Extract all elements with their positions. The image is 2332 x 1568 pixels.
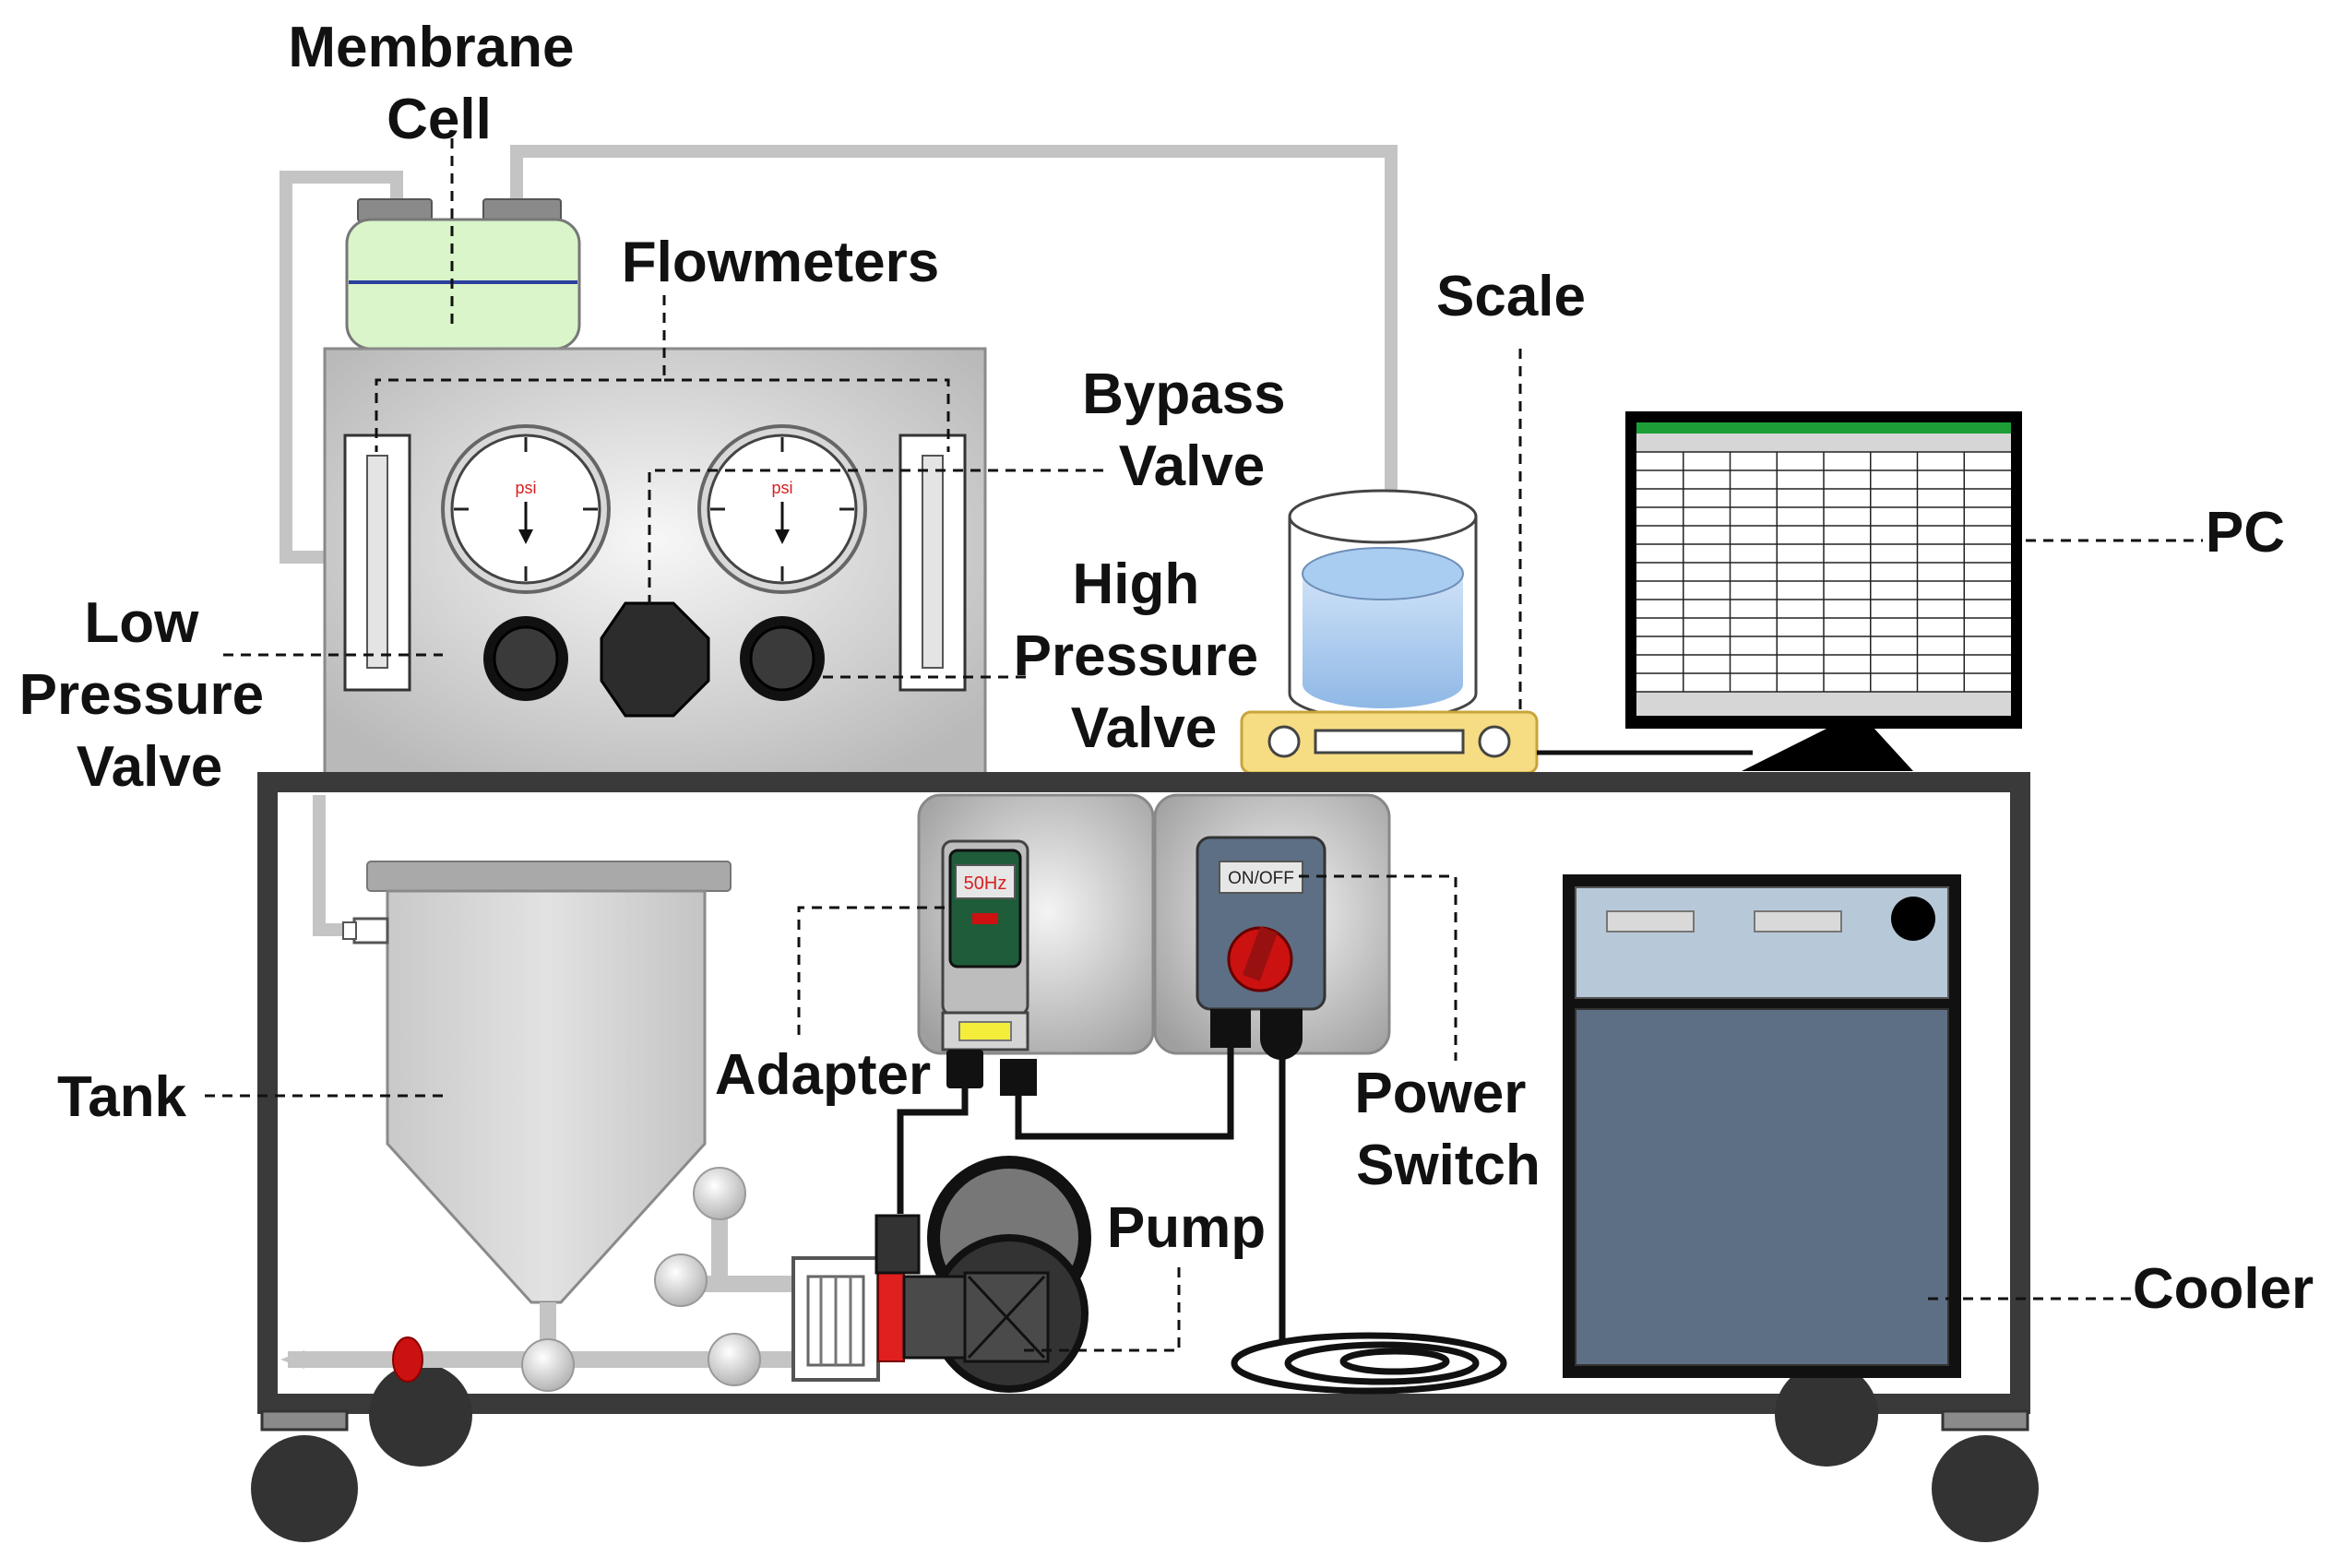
leader-flowmeters bbox=[375, 295, 950, 452]
wheel-front-right bbox=[1932, 1435, 2039, 1542]
pipe-fittings bbox=[280, 1167, 761, 1392]
pc-monitor bbox=[1625, 411, 2022, 771]
gauge-right-unit: psi bbox=[771, 479, 792, 497]
cart bbox=[251, 772, 2039, 1542]
beaker bbox=[1288, 489, 1478, 721]
wheel-front-left bbox=[251, 1435, 358, 1542]
label-tank: Tank bbox=[57, 1065, 187, 1129]
tank-lid bbox=[366, 861, 732, 892]
monitor-stand bbox=[1742, 729, 1913, 771]
high-pressure-valve bbox=[740, 616, 825, 701]
membrane-port-left bbox=[357, 198, 433, 222]
control-panel: psi psi bbox=[323, 347, 987, 777]
membrane-cell bbox=[345, 198, 581, 350]
label-bypass-valve: Bypass Valve bbox=[1082, 362, 1302, 498]
pipe-top-loop bbox=[510, 145, 1398, 498]
pipe-left-loop bbox=[280, 171, 403, 564]
power-cables bbox=[897, 1042, 1507, 1395]
cooler-top-panel bbox=[1575, 886, 1949, 999]
leader-pump bbox=[1024, 1267, 1181, 1352]
label-power-switch: Power Switch bbox=[1354, 1062, 1541, 1197]
cooler bbox=[1563, 874, 1961, 1378]
label-pump: Pump bbox=[1107, 1196, 1266, 1260]
pump bbox=[791, 1156, 1091, 1393]
adapter-box: 50Hz bbox=[917, 793, 1155, 1055]
label-pc: PC bbox=[2206, 501, 2285, 564]
leader-adapter bbox=[797, 906, 952, 1035]
tank-inlet bbox=[352, 917, 389, 944]
pipe-panel-to-tank bbox=[313, 795, 354, 936]
cart-frame bbox=[257, 772, 2030, 1414]
wheel-rear-right bbox=[1775, 1363, 1878, 1467]
label-low-pressure-valve: Low Pressure Valve bbox=[19, 591, 280, 799]
cooler-body bbox=[1575, 1008, 1949, 1366]
gauge-left-unit: psi bbox=[515, 479, 536, 497]
spreadsheet-grid bbox=[1636, 451, 2011, 693]
tank-body bbox=[386, 889, 707, 1304]
bypass-valve bbox=[600, 601, 710, 718]
label-membrane-cell: Membrane Cell bbox=[288, 16, 589, 151]
label-cooler: Cooler bbox=[2133, 1257, 2314, 1321]
flowmeter-left-tube bbox=[366, 455, 388, 669]
wheel-rear-left bbox=[369, 1363, 472, 1467]
tank bbox=[342, 861, 732, 1304]
label-flowmeters: Flowmeters bbox=[622, 231, 940, 294]
pressure-gauge-right: psi bbox=[697, 424, 867, 594]
plugs bbox=[946, 1009, 1303, 1096]
label-adapter: Adapter bbox=[715, 1043, 931, 1107]
adapter-display: 50Hz bbox=[964, 873, 1007, 894]
pressure-gauge-left: psi bbox=[441, 424, 611, 594]
leader-bypass bbox=[648, 469, 1103, 609]
adapter-indicator bbox=[958, 1021, 1012, 1041]
power-switch-box: ON/OFF bbox=[1153, 793, 1391, 1055]
low-pressure-valve bbox=[483, 616, 568, 701]
flowmeter-right-tube bbox=[922, 455, 944, 669]
switch-label: ON/OFF bbox=[1228, 869, 1294, 888]
screen-header-bar bbox=[1636, 422, 2011, 434]
label-high-pressure-valve: High Pressure Valve bbox=[1014, 552, 1275, 760]
weighing-scale bbox=[1240, 710, 1539, 775]
leader-lines bbox=[205, 138, 2203, 1352]
label-scale: Scale bbox=[1436, 265, 1586, 328]
membrane-port-right bbox=[482, 198, 562, 222]
callout-labels: Membrane Cell Flowmeters Bypass Valve Sc… bbox=[19, 16, 2314, 1321]
drain-valve bbox=[392, 1336, 423, 1383]
